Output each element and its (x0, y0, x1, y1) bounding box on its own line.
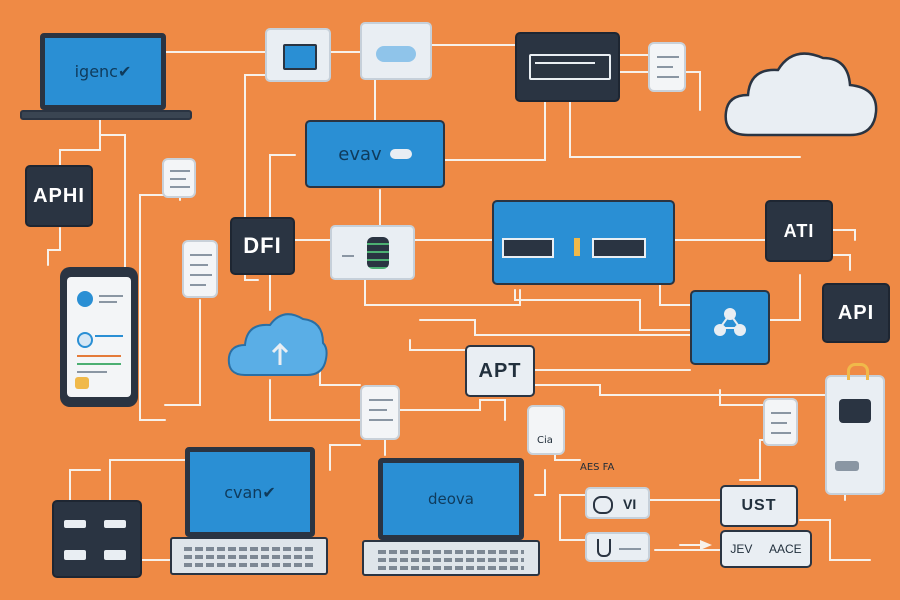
cia-tag[interactable]: Cia (527, 405, 565, 455)
laptop-top-left-screen-text: igenc✔ (74, 62, 132, 81)
api-right-top[interactable]: ATI (765, 200, 833, 262)
banner-top[interactable]: evav (305, 120, 445, 188)
device-tag-top-right[interactable] (648, 42, 686, 92)
window-icon-box[interactable] (265, 28, 331, 82)
device-tag-2[interactable] (182, 240, 218, 298)
avatar-icon-2 (77, 332, 93, 348)
api-right-top-label: ATI (783, 220, 815, 241)
database-icon (367, 237, 389, 269)
server-panel-box[interactable] (515, 32, 620, 102)
bottom-right-box-label-2: AACE (768, 542, 802, 556)
network-node-box[interactable] (690, 290, 770, 365)
cloud-small-icon (376, 46, 416, 62)
api-mid-label: APT (478, 359, 522, 382)
central-hub-panel[interactable] (492, 200, 675, 285)
api-box-left[interactable]: APHI (25, 165, 93, 227)
device-tag-1[interactable] (162, 158, 196, 198)
plug-icon (597, 539, 611, 557)
device-tag-right[interactable] (763, 398, 798, 446)
cloud-icon-box[interactable] (360, 22, 432, 80)
dfi-box[interactable]: DFI (230, 217, 295, 275)
link-icon (593, 496, 613, 514)
database-box[interactable] (330, 225, 415, 280)
chart-icon (75, 377, 89, 389)
tall-device-right[interactable] (825, 363, 885, 495)
cia-tag-label: Cia (537, 435, 553, 446)
vi-box[interactable]: VI (585, 487, 650, 519)
laptop-bottom-mid-screen-text: deova (428, 490, 474, 508)
lock-icon (847, 363, 869, 380)
ust-box[interactable]: UST (720, 485, 798, 527)
cloud-upload-icon (227, 313, 328, 376)
cloud-icon (724, 52, 878, 137)
dfi-box-label: DFI (243, 233, 282, 258)
api-right-mid-label: API (837, 301, 875, 324)
api-right-mid[interactable]: API (822, 283, 890, 343)
right-small-label: AES FA (580, 462, 615, 473)
device-tag-mid[interactable] (360, 385, 400, 440)
phone-device[interactable] (60, 267, 138, 407)
u-box[interactable] (585, 532, 650, 562)
bottom-right-box-label: JEV (730, 542, 753, 556)
vi-box-label: VI (623, 496, 637, 512)
ust-box-label: UST (741, 497, 777, 514)
banner-top-text: evav (338, 143, 382, 165)
api-mid[interactable]: APT (465, 345, 535, 397)
bottom-right-box[interactable]: JEV AACE (720, 530, 812, 568)
avatar-icon (77, 291, 93, 307)
api-box-left-label: APHI (33, 184, 85, 207)
cloud-badge-icon (389, 149, 412, 159)
network-icon (714, 308, 746, 336)
window-icon (283, 44, 317, 70)
laptop-bottom-left-screen-text: cvan✔ (224, 482, 276, 502)
server-box-bottom-left[interactable] (52, 500, 142, 578)
